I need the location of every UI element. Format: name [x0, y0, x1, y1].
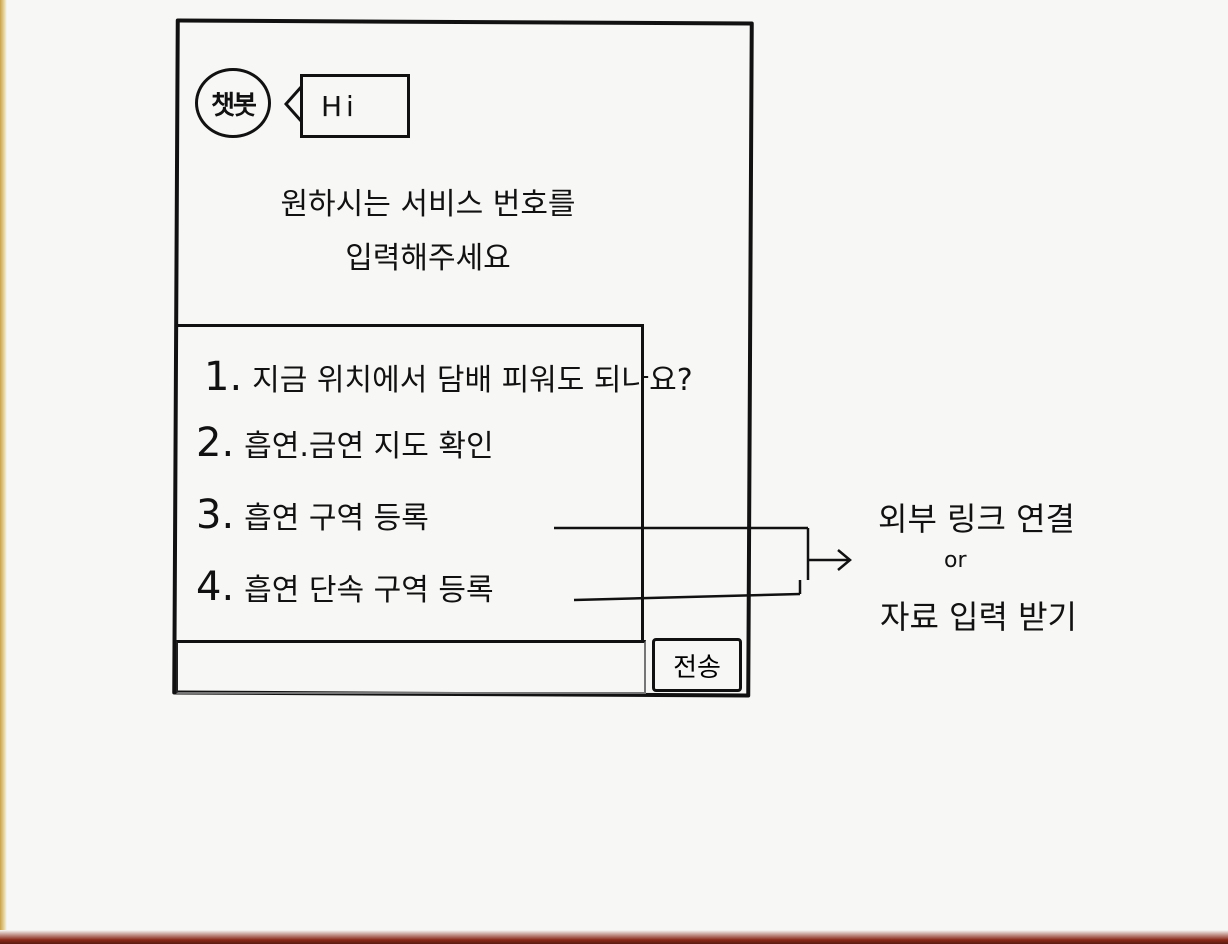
- annotation-connector: [554, 526, 852, 602]
- menu-item-4[interactable]: 4. 흡연 단속 구역 등록: [196, 564, 494, 610]
- prompt-line-2: 입력해주세요: [345, 241, 511, 276]
- send-button-label: 전송: [673, 652, 721, 683]
- paper-edge: [0, 0, 7, 944]
- menu-item-label: 흡연 구역 등록: [244, 501, 429, 536]
- annotation-or: or: [944, 548, 967, 573]
- chatbot-avatar: 챗봇: [195, 68, 271, 138]
- service-menu: [176, 324, 644, 642]
- menu-item-3[interactable]: 3. 흡연 구역 등록: [196, 492, 429, 538]
- chatbot-avatar-label: 챗봇: [211, 90, 257, 121]
- greeting-text: Hi: [321, 89, 358, 123]
- annotation-line-3: 자료 입력 받기: [880, 598, 1077, 636]
- message-input[interactable]: [176, 640, 646, 694]
- bot-prompt-message: 원하시는 서비스 번호를 입력해주세요: [268, 178, 588, 286]
- menu-item-label: 흡연 단속 구역 등록: [244, 573, 494, 608]
- menu-item-1[interactable]: 1. 지금 위치에서 담배 피워도 되나요?: [204, 354, 693, 400]
- speech-bubble-tail-icon: [284, 85, 302, 123]
- prompt-line-1: 원하시는 서비스 번호를: [280, 187, 576, 222]
- send-button[interactable]: 전송: [652, 638, 742, 692]
- menu-item-number: 4.: [196, 564, 235, 610]
- menu-item-label: 지금 위치에서 담배 피워도 되나요?: [252, 363, 693, 398]
- menu-item-number: 3.: [196, 492, 235, 538]
- annotation-line-1: 외부 링크 연결: [878, 500, 1075, 538]
- menu-item-label: 흡연.금연 지도 확인: [244, 429, 494, 464]
- menu-item-number: 1.: [204, 354, 243, 400]
- menu-item-number: 2.: [196, 420, 235, 466]
- table-surface: [0, 930, 1228, 944]
- greeting-bubble: Hi: [300, 74, 410, 138]
- menu-item-2[interactable]: 2. 흡연.금연 지도 확인: [196, 420, 494, 466]
